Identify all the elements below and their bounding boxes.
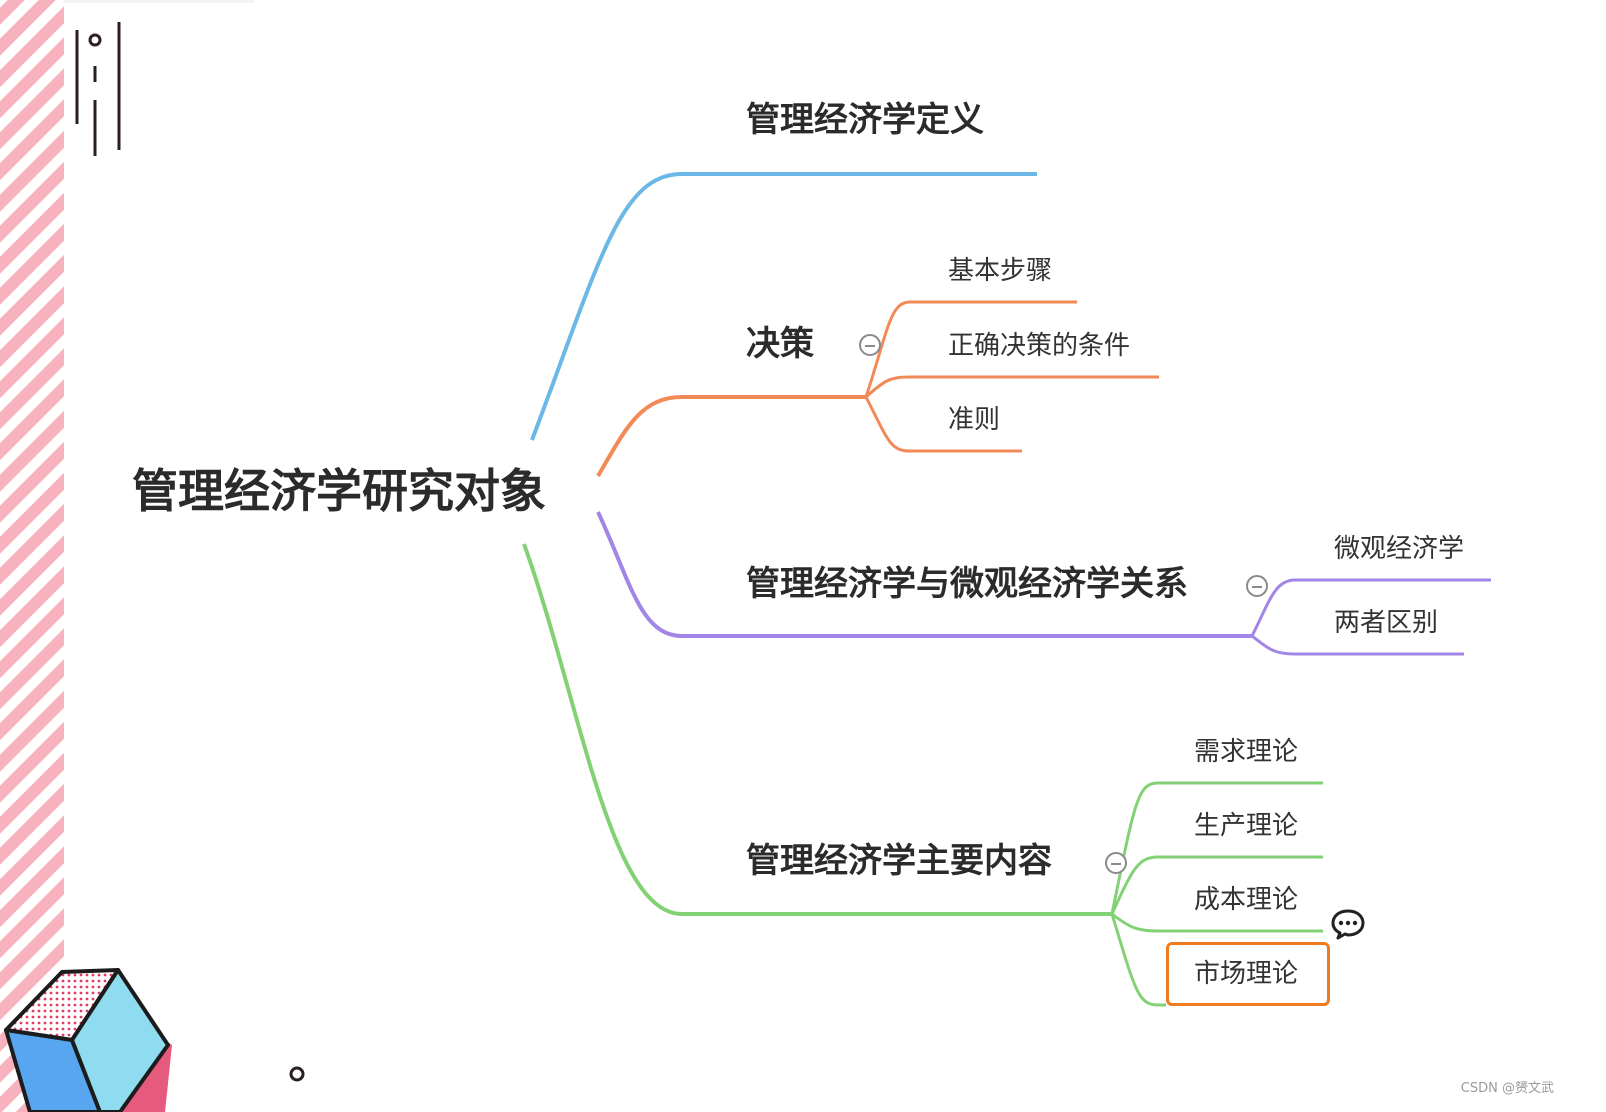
subbranch-line-micro: [1250, 578, 1491, 637]
subtopic-market-theory[interactable]: 市场理论: [1194, 959, 1299, 989]
subtopic-steps[interactable]: 基本步骤: [948, 256, 1053, 286]
subbranch-line-production: [1110, 855, 1323, 915]
subtopic-production-theory[interactable]: 生产理论: [1194, 811, 1299, 841]
comment-icon[interactable]: [1330, 908, 1366, 940]
subtopic-demand-theory[interactable]: 需求理论: [1194, 737, 1299, 767]
collapse-decision-minus-circle-icon[interactable]: [859, 334, 881, 356]
subbranch-line-difference: [1251, 634, 1464, 656]
root-topic[interactable]: 管理经济学研究对象: [132, 464, 546, 518]
watermark: CSDN @赟文武: [1460, 1081, 1554, 1096]
subbranch-line-conditions: [864, 375, 1159, 399]
selected-topic-frame[interactable]: [1166, 942, 1330, 1006]
branch-line-relation: [596, 511, 1252, 638]
collapse-content-minus-circle-icon[interactable]: [1105, 852, 1127, 874]
decorative-stripe: [0, 0, 64, 1112]
topic-content[interactable]: 管理经济学主要内容: [746, 841, 1052, 881]
decor-lines-icon: [75, 22, 121, 156]
subtopic-cost-theory[interactable]: 成本理论: [1194, 885, 1299, 915]
topic-relation[interactable]: 管理经济学与微观经济学关系: [746, 564, 1188, 604]
collapse-relation-minus-circle-icon[interactable]: [1246, 575, 1268, 597]
subbranch-line-demand: [1110, 781, 1323, 915]
subtopic-conditions[interactable]: 正确决策的条件: [948, 331, 1131, 361]
subbranch-line-market: [1110, 913, 1166, 1007]
subtopic-difference[interactable]: 两者区别: [1334, 608, 1439, 638]
subbranch-line-steps: [864, 300, 1077, 398]
subtopic-micro-economics[interactable]: 微观经济学: [1334, 534, 1465, 564]
decorative-topline: [64, 0, 254, 3]
subbranch-line-criteria: [864, 396, 1022, 453]
branch-line-definition: [530, 172, 1037, 441]
subtopic-criteria[interactable]: 准则: [948, 405, 1001, 435]
cube-decoration-icon: [4, 968, 172, 1112]
topic-definition[interactable]: 管理经济学定义: [746, 100, 984, 140]
subbranch-line-cost: [1111, 912, 1323, 933]
decor-circle-icon: [289, 1066, 305, 1082]
topic-decision[interactable]: 决策: [746, 324, 814, 364]
branch-line-decision: [596, 395, 866, 478]
branch-line-content: [522, 543, 1112, 916]
